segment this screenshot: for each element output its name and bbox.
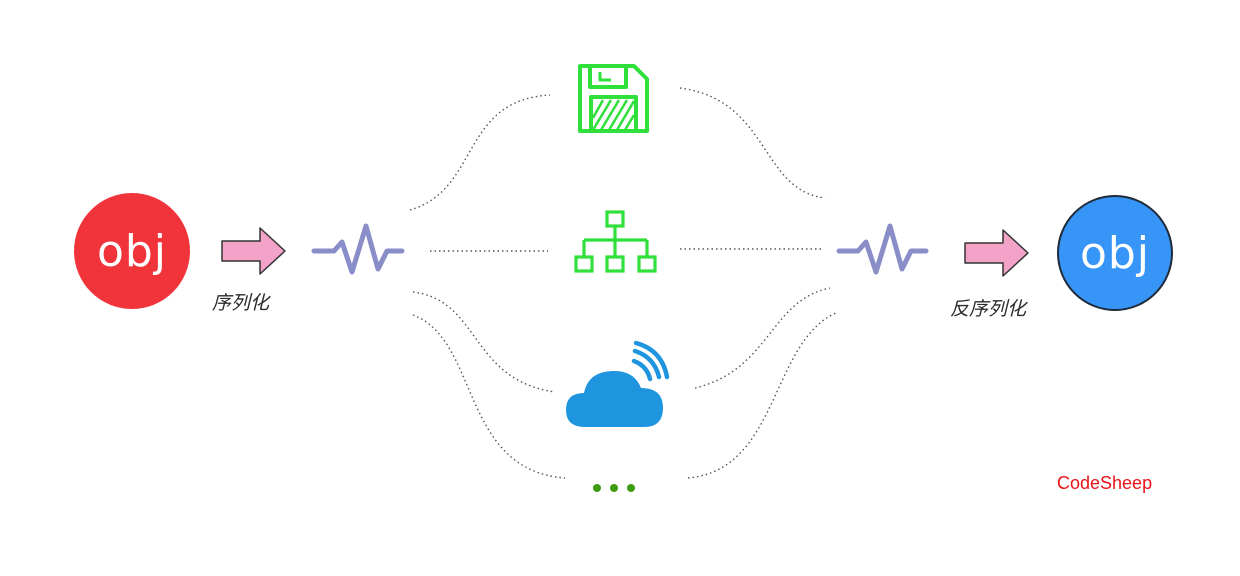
source-object-label: obj (96, 225, 168, 277)
path-left-to-cloud (412, 291, 556, 393)
target-object-label: obj (1079, 227, 1151, 279)
path-ellipsis-to-right (687, 311, 839, 479)
ellipsis-icon (593, 484, 635, 492)
path-left-to-floppy (409, 94, 551, 211)
codesheep-watermark: CodeSheep (1057, 473, 1153, 493)
network-tree-icon (574, 210, 657, 273)
deserialize-caption: 反序列化 (950, 298, 1027, 320)
signal-wave-right-icon (836, 223, 929, 275)
dotted-paths (409, 87, 839, 479)
path-cloud-to-right (694, 287, 831, 389)
path-floppy-to-right (679, 87, 826, 199)
serialize-caption: 序列化 (212, 292, 270, 314)
serialize-arrow-icon (221, 227, 286, 275)
deserialize-arrow-icon (964, 229, 1029, 277)
floppy-disk-icon (578, 64, 649, 133)
signal-wave-left-icon (311, 223, 405, 275)
path-left-to-ellipsis (412, 314, 566, 479)
target-object-node: obj (1057, 195, 1173, 311)
source-object-node: obj (74, 193, 190, 309)
cloud-wifi-icon (566, 340, 670, 427)
